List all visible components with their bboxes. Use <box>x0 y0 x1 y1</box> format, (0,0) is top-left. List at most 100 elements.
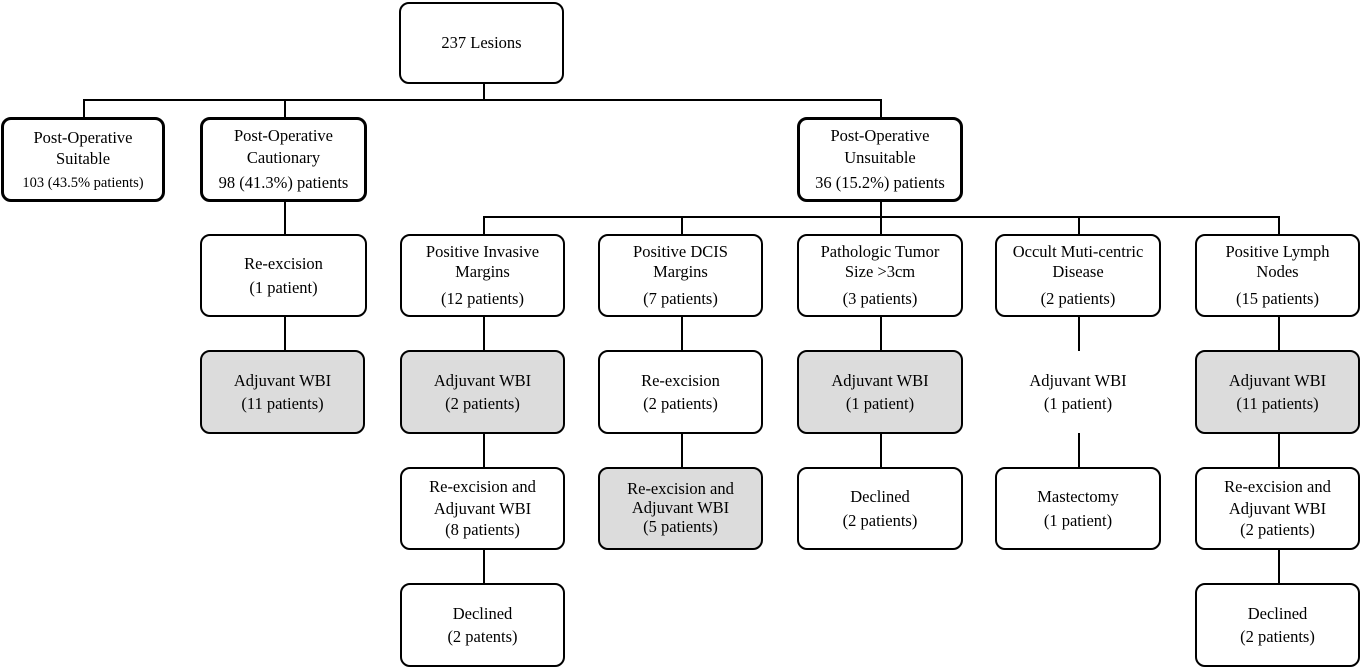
connector <box>681 316 683 351</box>
connector <box>1278 216 1280 235</box>
invasive-count: (12 patients) <box>441 288 524 308</box>
lymph-line2: Nodes <box>1256 262 1299 282</box>
connector <box>681 216 683 235</box>
cautionary-line1: Post-Operative <box>234 126 333 146</box>
connector <box>880 99 882 118</box>
cautionary-adjuvant-box: Adjuvant WBI (11 patients) <box>200 350 365 434</box>
cautionary-reexcision-line2: (1 patient) <box>249 277 318 297</box>
lymph-reex-line2: Adjuvant WBI <box>1228 498 1327 518</box>
dcis-count: (7 patients) <box>643 288 718 308</box>
tumor-declined-line2: (2 patients) <box>842 510 918 530</box>
lymph-adjuvant-line2: (11 patients) <box>1236 394 1319 413</box>
lymph-declined-box: Declined (2 patients) <box>1195 583 1360 667</box>
connector <box>284 201 286 235</box>
lymph-count: (15 patients) <box>1236 288 1319 308</box>
lymph-adjuvant-box: Adjuvant WBI (11 patients) <box>1195 350 1360 434</box>
connector <box>1078 433 1080 468</box>
unsuitable-line2: Unsuitable <box>844 147 916 167</box>
tumor-line1: Pathologic Tumor <box>820 242 940 262</box>
invasive-adjuvant-line2: (2 patients) <box>445 394 520 413</box>
suitable-box: Post-Operative Suitable 103 (43.5% patie… <box>1 117 165 202</box>
tumor-size-box: Pathologic Tumor Size >3cm (3 patients) <box>797 234 963 317</box>
invasive-line1: Positive Invasive <box>425 242 540 262</box>
connector <box>1078 216 1080 235</box>
dcis-reex-line2: Adjuvant WBI <box>631 498 730 518</box>
connector <box>483 549 485 584</box>
unsuitable-count: 36 (15.2%) patients <box>815 173 945 193</box>
invasive-declined-line1: Declined <box>452 603 513 623</box>
lymph-adjuvant-line1: Adjuvant WBI <box>1228 370 1327 390</box>
occult-disease-box: Occult Muti-centric Disease (2 patients) <box>995 234 1161 317</box>
occult-mastectomy-line2: (1 patient) <box>1043 510 1113 530</box>
invasive-margins-box: Positive Invasive Margins (12 patients) <box>400 234 565 317</box>
connector <box>1278 316 1280 351</box>
connector <box>1078 316 1080 351</box>
dcis-reex-line1: Re-excision and <box>627 479 734 499</box>
connector <box>681 433 683 468</box>
connector <box>483 83 485 100</box>
occult-adjuvant-line2: (1 patient) <box>1043 394 1113 413</box>
tumor-count: (3 patients) <box>842 288 918 308</box>
invasive-adjuvant-box: Adjuvant WBI (2 patients) <box>400 350 565 434</box>
unsuitable-box: Post-Operative Unsuitable 36 (15.2%) pat… <box>797 117 963 202</box>
dcis-reex-count: (5 patients) <box>643 516 718 536</box>
suitable-line2: Suitable <box>55 149 111 169</box>
dcis-reexcision-line1: Re-excision <box>641 370 720 390</box>
invasive-declined-line2: (2 patents) <box>447 627 518 646</box>
cautionary-box: Post-Operative Cautionary 98 (41.3%) pat… <box>200 117 367 202</box>
occult-count: (2 patients) <box>1040 288 1116 308</box>
lymph-reex-line1: Re-excision and <box>1224 477 1331 497</box>
lymph-declined-line1: Declined <box>1247 603 1308 623</box>
connector <box>1278 549 1280 584</box>
tumor-declined-box: Declined (2 patients) <box>797 467 963 550</box>
lymph-reexcision-adjuvant-box: Re-excision and Adjuvant WBI (2 patients… <box>1195 467 1360 550</box>
invasive-adjuvant-line1: Adjuvant WBI <box>433 370 532 390</box>
unsuitable-line1: Post-Operative <box>830 126 930 146</box>
dcis-margins-box: Positive DCIS Margins (7 patients) <box>598 234 763 317</box>
invasive-line2: Margins <box>455 262 510 282</box>
cautionary-count: 98 (41.3%) patients <box>218 173 349 193</box>
cautionary-adjuvant-line2: (11 patients) <box>241 394 324 413</box>
root-box: 237 Lesions <box>399 2 564 84</box>
cautionary-reexcision-box: Re-excision (1 patient) <box>200 234 367 317</box>
tumor-adjuvant-box: Adjuvant WBI (1 patient) <box>797 350 963 434</box>
occult-line1: Occult Muti-centric <box>1012 242 1144 262</box>
tumor-declined-line1: Declined <box>850 487 910 507</box>
connector <box>483 433 485 468</box>
connector <box>483 316 485 351</box>
connector <box>284 316 286 351</box>
dcis-reexcision-line2: (2 patients) <box>643 394 718 413</box>
dcis-reexcision-box: Re-excision (2 patients) <box>598 350 763 434</box>
connector <box>880 433 882 468</box>
connector <box>284 99 286 118</box>
lymph-declined-line2: (2 patients) <box>1240 627 1315 646</box>
cautionary-reexcision-line1: Re-excision <box>244 254 323 274</box>
connector <box>483 216 485 235</box>
invasive-declined-box: Declined (2 patents) <box>400 583 565 667</box>
invasive-reex-line2: Adjuvant WBI <box>433 498 532 518</box>
connector <box>83 99 881 101</box>
invasive-reex-line1: Re-excision and <box>429 477 536 497</box>
connector <box>880 316 882 351</box>
occult-adjuvant-line1: Adjuvant WBI <box>1029 370 1127 390</box>
tumor-adjuvant-line1: Adjuvant WBI <box>831 370 929 390</box>
connector <box>83 99 85 118</box>
occult-line2: Disease <box>1052 262 1104 282</box>
cautionary-adjuvant-line1: Adjuvant WBI <box>233 370 332 390</box>
occult-mastectomy-box: Mastectomy (1 patient) <box>995 467 1161 550</box>
dcis-reexcision-adjuvant-box: Re-excision and Adjuvant WBI (5 patients… <box>598 467 763 550</box>
occult-mastectomy-line1: Mastectomy <box>1037 487 1119 507</box>
tumor-adjuvant-line2: (1 patient) <box>845 394 915 413</box>
cautionary-line2: Cautionary <box>246 147 321 167</box>
dcis-line1: Positive DCIS <box>633 242 728 262</box>
suitable-count: 103 (43.5% patients) <box>22 174 144 191</box>
invasive-reex-count: (8 patients) <box>445 520 520 540</box>
root-label: 237 Lesions <box>441 33 522 53</box>
dcis-line2: Margins <box>653 262 708 282</box>
tumor-line2: Size >3cm <box>844 262 916 282</box>
lymph-line1: Positive Lymph <box>1225 242 1330 262</box>
lymph-reex-count: (2 patients) <box>1240 520 1315 540</box>
connector <box>880 201 882 217</box>
lymph-nodes-box: Positive Lymph Nodes (15 patients) <box>1195 234 1360 317</box>
